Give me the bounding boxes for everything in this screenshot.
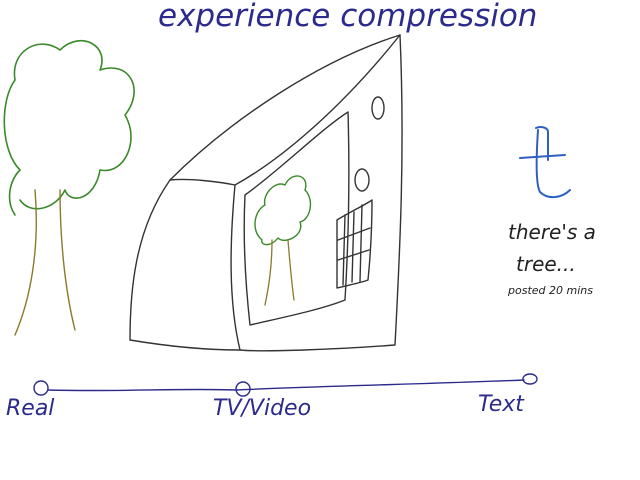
tv-screen-tree-drawing (254, 175, 312, 306)
timeline-point-real (33, 380, 49, 396)
post-text-line-2: tree... (516, 252, 576, 276)
timeline (33, 373, 538, 397)
timeline-label-text: Text (478, 392, 524, 417)
post-text-line-1: there's a (508, 220, 596, 244)
timeline-label-tv-video: TV/Video (213, 396, 312, 421)
timeline-point-tv (235, 381, 251, 397)
tv-drawing (129, 34, 403, 352)
post-meta: posted 20 mins (508, 284, 593, 297)
timeline-label-real: Real (6, 396, 55, 421)
timeline-point-text (522, 373, 538, 385)
tumblr-logo-icon (519, 126, 571, 198)
page-title: experience compression (158, 0, 538, 34)
tree-drawing (3, 39, 135, 336)
